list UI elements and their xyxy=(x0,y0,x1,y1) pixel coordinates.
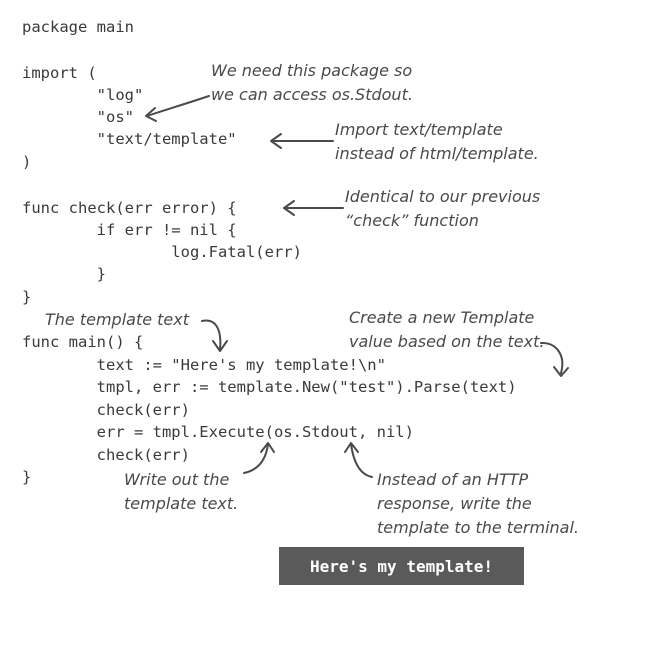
code-line-check-close: } xyxy=(22,288,32,306)
annotation-line: Create a new Template xyxy=(349,308,535,327)
code-line-tmpl-parse: tmpl, err := template.New("test").Parse(… xyxy=(22,378,517,396)
code-line-text-assign: text := "Here's my template!\n" xyxy=(22,356,386,374)
annotation-template-text: The template text xyxy=(45,308,189,332)
annotation-line: value based on the text. xyxy=(349,332,545,351)
arrow-terminal-head xyxy=(344,442,359,453)
code-line-execute: err = tmpl.Execute(os.Stdout, nil) xyxy=(22,423,414,441)
annotation-new-template: Create a new Template value based on the… xyxy=(349,306,544,354)
code-line-if-close: } xyxy=(22,265,106,283)
annotation-write-out: Write out the template text. xyxy=(124,468,238,516)
code-line-import: import ( xyxy=(22,64,97,82)
code-line-log-fatal: log.Fatal(err) xyxy=(22,243,302,261)
arrow-new-template-head xyxy=(553,366,569,377)
annotation-line: We need this package so xyxy=(211,61,413,80)
annotation-line: template text. xyxy=(124,494,239,513)
arrow-to-text-template-head xyxy=(270,133,282,149)
annotation-line: template to the terminal. xyxy=(377,518,580,537)
annotation-line: Instead of an HTTP xyxy=(377,470,529,489)
annotation-os-package: We need this package so we can access os… xyxy=(211,59,413,107)
code-line-func-check: func check(err error) { xyxy=(22,199,237,217)
arrow-to-os-head xyxy=(145,107,157,122)
annotation-text-template: Import text/template instead of html/tem… xyxy=(335,118,539,166)
annotation-terminal-note: Instead of an HTTP response, write the t… xyxy=(377,468,579,540)
terminal-output: Here's my template! xyxy=(279,547,524,585)
code-line-check-2: check(err) xyxy=(22,446,190,464)
annotation-line: Identical to our previous xyxy=(345,187,541,206)
code-line-main-close: } xyxy=(22,468,32,486)
arrow-template-text-head xyxy=(212,340,228,352)
arrow-write-out-head xyxy=(260,442,275,453)
code-line-import-text-template: "text/template" xyxy=(22,130,237,148)
arrow-terminal xyxy=(350,443,373,478)
annotation-line: response, write the xyxy=(377,494,532,513)
code-line-import-os: "os" xyxy=(22,108,134,126)
annotation-line: The template text xyxy=(45,310,190,329)
arrow-template-text xyxy=(201,319,222,351)
code-line-package: package main xyxy=(22,18,134,36)
annotation-line: instead of html/template. xyxy=(335,144,539,163)
code-line-if-err: if err != nil { xyxy=(22,221,237,239)
annotation-line: Write out the xyxy=(124,470,230,489)
arrow-to-os xyxy=(146,95,210,117)
annotation-line: Import text/template xyxy=(335,120,503,139)
annotation-line: “check” function xyxy=(345,211,479,230)
arrow-write-out xyxy=(243,443,269,474)
arrow-to-check-func-head xyxy=(283,200,295,216)
annotation-check-function: Identical to our previous “check” functi… xyxy=(345,185,540,233)
code-line-func-main: func main() { xyxy=(22,333,144,351)
arrow-new-template xyxy=(540,341,564,374)
annotation-line: we can access os.Stdout. xyxy=(211,85,413,104)
code-line-check-1: check(err) xyxy=(22,401,190,419)
code-line-import-log: "log" xyxy=(22,86,144,104)
code-line-import-close: ) xyxy=(22,153,32,171)
